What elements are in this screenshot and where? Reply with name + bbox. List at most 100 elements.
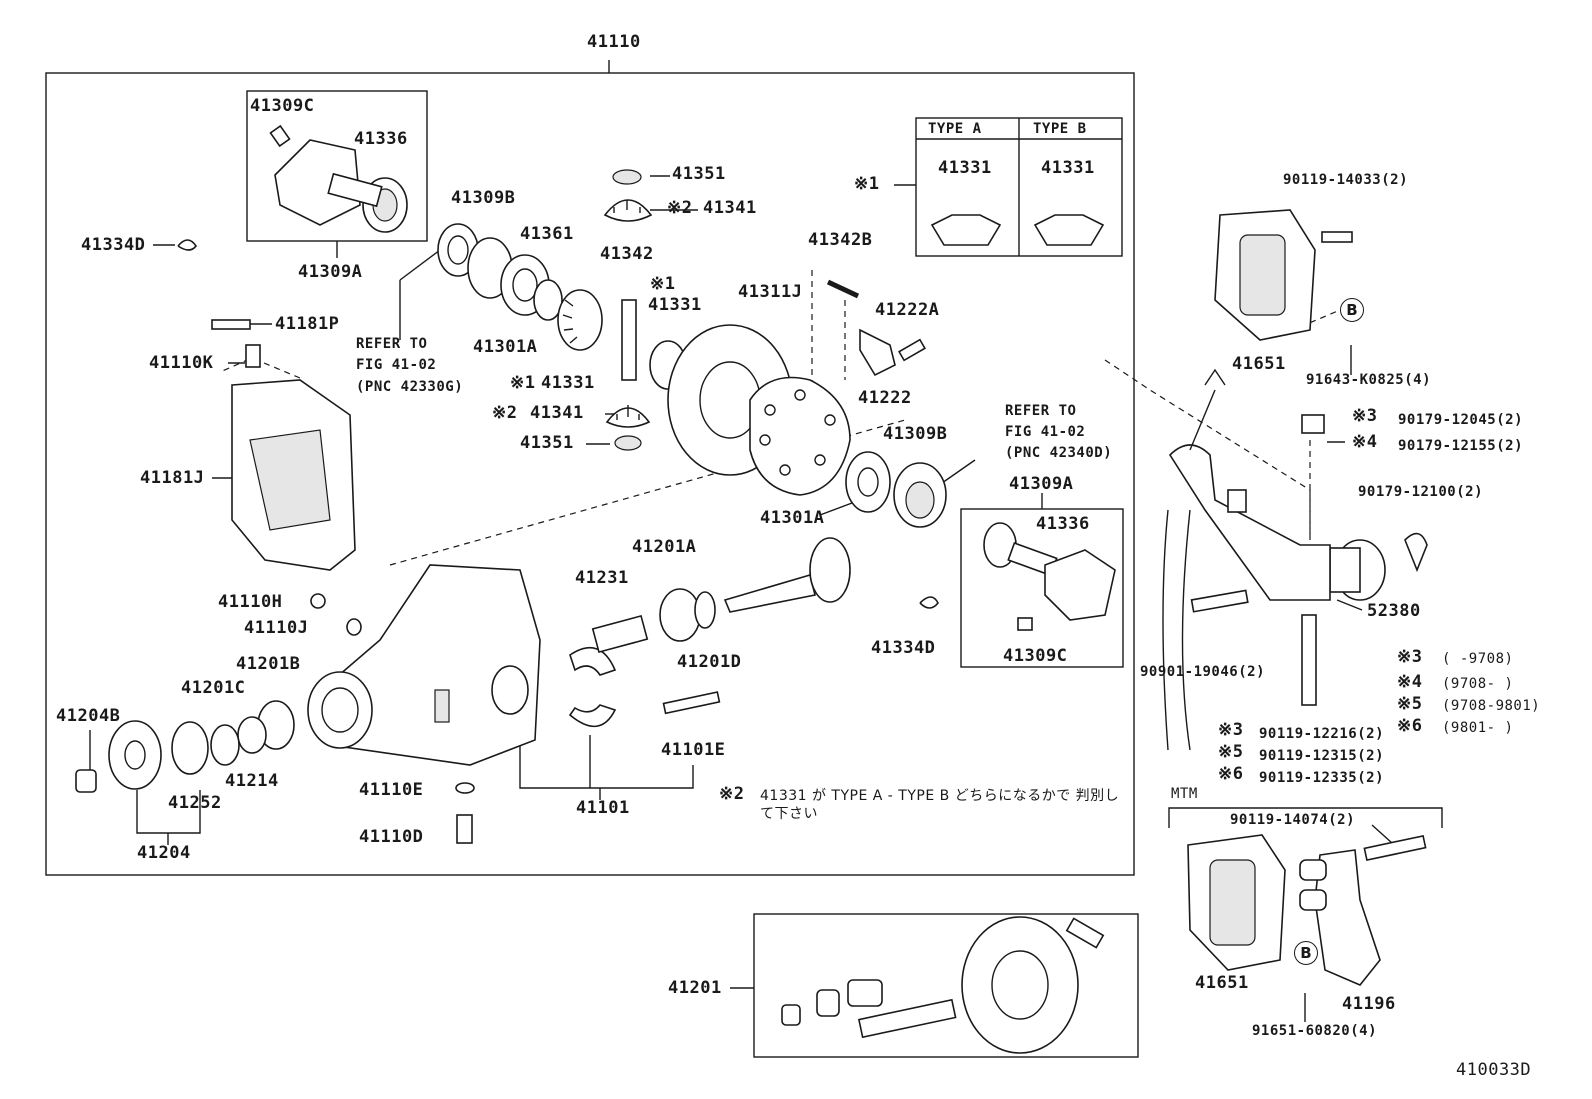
label-41341-top: 41341 [703,198,757,218]
mark-4-a: ※4 [1352,432,1378,452]
mark-1-low: ※1 [510,373,536,393]
nut-41204B [75,769,97,793]
label-90179-12100: 90179-12100(2) [1358,484,1484,500]
side-gear-41341-top [603,199,653,222]
cover-41651-top [1214,209,1316,341]
mark-2-top: ※2 [667,198,693,218]
plug-41110J [346,618,362,636]
mark-4-date: ※4 [1397,672,1423,692]
hose [1162,509,1169,751]
label-90119-12216: 90119-12216(2) [1259,726,1385,742]
shaft-41342 [621,299,637,381]
flange-41336-right [983,522,1116,621]
label-41110E: 41110E [359,780,424,800]
flange-41204 [108,720,162,790]
circle-b-top: B [1340,298,1364,322]
bolt-41101E [662,691,721,715]
bolt-41309C-right [1017,617,1033,631]
label-41309C-top: 41309C [250,96,315,116]
label-91651-60820: 91651-60820(4) [1252,1023,1378,1039]
label-41110: 41110 [587,32,641,52]
spacer-41214 [210,724,240,766]
label-91643-K0825: 91643-K0825(4) [1306,372,1432,388]
label-41110H: 41110H [218,592,283,612]
type-b-header: TYPE B [1033,121,1087,137]
bolt-90119-14074 [1363,834,1427,862]
arrow-up [1189,368,1226,451]
clip-41334D-right [919,596,939,609]
label-41196: 41196 [1342,994,1396,1014]
label-41651-low: 41651 [1195,973,1249,993]
pinion-gear-41331-left [557,289,603,351]
label-41336-top: 41336 [354,129,408,149]
label-90179-12155: 90179-12155(2) [1398,438,1524,454]
label-41342B: 41342B [808,230,873,250]
label-41110D: 41110D [359,827,424,847]
label-52380: 52380 [1367,601,1421,621]
carrier-41101 [307,564,541,766]
nut-90179 [1301,414,1325,434]
label-41181P: 41181P [275,314,340,334]
bolt-90119-12216 [1301,614,1317,706]
type-a-header: TYPE A [928,121,982,137]
label-41110J: 41110J [244,618,309,638]
label-90119-12315: 90119-12315(2) [1259,748,1385,764]
label-41204B: 41204B [56,706,121,726]
type-b-gear [1033,214,1105,246]
oil-seal-41309B-right [893,462,947,528]
label-41201A: 41201A [632,537,697,557]
type-a-gear [930,214,1002,246]
date-code-6: (9801- ) [1442,720,1514,736]
refer-left-3: (PNC 42330G) [356,379,464,395]
label-41341-low: 41341 [530,403,584,423]
differential-case [749,376,851,496]
mark-2-note: ※2 [719,784,745,804]
mark-3-date: ※3 [1397,647,1423,667]
ring-gear-set [781,916,1105,1054]
label-41101E: 41101E [661,740,726,760]
label-90119-12335: 90119-12335(2) [1259,770,1385,786]
label-41252: 41252 [168,793,222,813]
label-41351-top: 41351 [672,164,726,184]
label-41311J: 41311J [738,282,803,302]
refer-right-3: (PNC 42340D) [1005,445,1113,461]
side-gear-41341-low [605,405,651,428]
clip-41334D-left [177,239,197,251]
pin-41342B [826,279,860,299]
washer-41351-low [614,435,642,451]
label-41351-low: 41351 [520,433,574,453]
mark-3-a: ※3 [1352,406,1378,426]
spacer-41361 [533,279,563,321]
label-41110K: 41110K [149,353,214,373]
cover-41181J [231,379,356,571]
label-41309A-right: 41309A [1009,474,1074,494]
breather-41110K [245,344,261,368]
date-code-4: (9708- ) [1442,676,1514,692]
label-41309C-right: 41309C [1003,646,1068,666]
circle-b-low: B [1294,941,1318,965]
label-41336-right: 41336 [1036,514,1090,534]
label-41201B: 41201B [236,654,301,674]
label-90901-19046: 90901-19046(2) [1140,664,1266,680]
washer-41351-top [612,169,642,185]
plug-41110D [456,814,473,844]
mark-1-mid: ※1 [650,274,676,294]
label-41201D: 41201D [677,652,742,672]
bolt-90901-19046 [1190,589,1249,613]
bolt-41222A [898,338,926,362]
label-41342: 41342 [600,244,654,264]
label-41214: 41214 [225,771,279,791]
date-code-5: (9708-9801) [1442,698,1541,714]
refer-left-1: REFER TO [356,336,428,352]
label-41651-top: 41651 [1232,354,1286,374]
mount-52380 [1329,539,1386,601]
gasket-41110E [455,782,475,794]
mark-6-date: ※6 [1397,716,1423,736]
bearing-41301A-low [845,451,891,513]
mark-5-date: ※5 [1397,694,1423,714]
label-41334D-left: 41334D [81,235,146,255]
label-41331-low: 41331 [541,373,595,393]
label-41309B-top: 41309B [451,188,516,208]
gear-set-frame [753,913,1139,1058]
